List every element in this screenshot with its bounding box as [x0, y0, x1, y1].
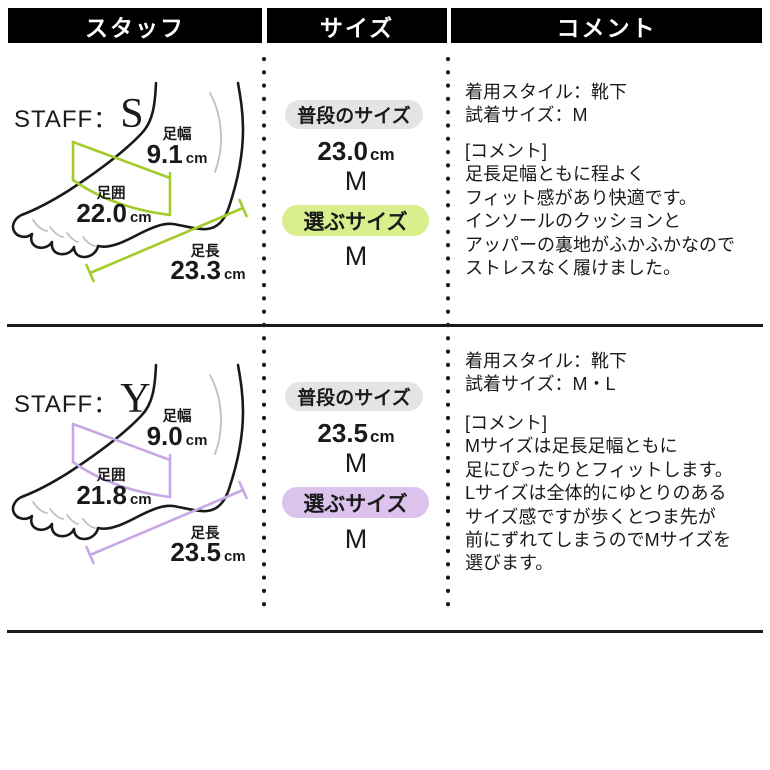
comment-text: [コメント] 足長足幅ともに程よく フィット感があり快適です。 インソールのクッ…: [465, 141, 735, 279]
foot-detail-lines: [32, 374, 222, 529]
column-header-size: サイズ: [267, 8, 447, 43]
measurement-arrows: [71, 140, 248, 283]
chosen-size-letter: M: [344, 524, 368, 554]
staff-label: STAFF：: [14, 106, 119, 133]
dotted-column-divider: [446, 57, 450, 613]
wear-info: 着用スタイル：靴下 試着サイズ：M: [465, 81, 627, 128]
measurement-arrows: [71, 422, 248, 565]
length-label: 足長: [191, 525, 220, 542]
length-label: 足長: [191, 243, 220, 260]
girth-label: 足囲: [97, 467, 126, 484]
bottom-divider: [7, 630, 763, 633]
dotted-column-divider: [262, 57, 266, 613]
girth-label: 足囲: [97, 185, 126, 202]
chosen-size-letter: M: [344, 241, 368, 271]
usual-size-letter: M: [344, 448, 368, 478]
fitting-size-line: 試着サイズ：M: [465, 105, 588, 126]
chosen-size-badge: 選ぶサイズ: [282, 487, 429, 518]
usual-size-badge: 普段のサイズ: [285, 100, 423, 129]
usual-size-badge: 普段のサイズ: [285, 382, 423, 411]
staff-label: STAFF：: [14, 391, 119, 418]
comment-text: [コメント] Mサイズは足長足幅ともに 足にぴったりとフィットします。 Lサイズ…: [465, 413, 733, 574]
column-header-staff: スタッフ: [8, 8, 262, 43]
staff-name: STAFF： S: [14, 90, 144, 138]
wear-style-line: 着用スタイル：靴下: [465, 82, 627, 102]
column-header-comment: コメント: [451, 8, 762, 43]
width-label: 足幅: [163, 407, 192, 425]
foot-detail-lines: [32, 92, 222, 247]
foot-outline: [11, 81, 245, 259]
chosen-size-badge: 選ぶサイズ: [282, 205, 429, 236]
staff-initial: Y: [120, 376, 151, 422]
row-divider: [7, 324, 763, 327]
foot-outline: [11, 363, 245, 541]
fitting-size-line: 試着サイズ：M・L: [465, 374, 616, 395]
width-label: 足幅: [163, 125, 192, 143]
staff-initial: S: [120, 91, 144, 137]
usual-size-letter: M: [344, 166, 368, 196]
wear-style-line: 着用スタイル：靴下: [465, 351, 627, 371]
staff-name: STAFF： Y: [14, 375, 151, 423]
wear-info: 着用スタイル：靴下 試着サイズ：M・L: [465, 350, 627, 397]
